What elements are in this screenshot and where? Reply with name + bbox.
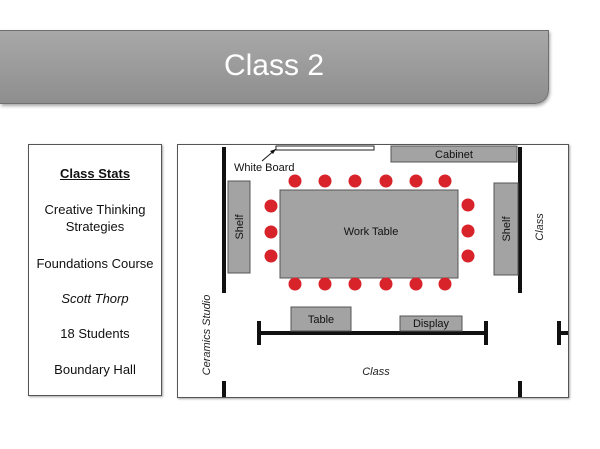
classroom-floor-plan: White Board Cabinet Shelf Shelf Work Tab… — [177, 144, 569, 398]
display-label: Display — [413, 318, 450, 330]
seat-16 — [461, 198, 475, 212]
seat-5 — [409, 174, 423, 188]
right-shelf-label: Shelf — [501, 216, 513, 242]
slide-title: Class 2 — [223, 49, 325, 82]
cabinet-label: Cabinet — [435, 149, 473, 161]
seat-2 — [318, 174, 332, 188]
seat-9 — [348, 277, 362, 291]
stats-student-count: 18 Students — [60, 326, 130, 341]
work-table — [279, 189, 459, 279]
white-board-label: White Board — [234, 162, 295, 174]
ceramics-studio-label: Ceramics Studio — [201, 295, 213, 376]
seat-13 — [264, 199, 278, 213]
seat-17 — [461, 224, 475, 238]
display-case — [399, 315, 463, 332]
stats-heading: Class Stats — [59, 166, 131, 181]
seat-11 — [409, 277, 423, 291]
cabinet — [390, 145, 518, 163]
seat-8 — [318, 277, 332, 291]
stats-course-name: Creative Thinking Strategies — [44, 202, 146, 234]
left-shelf — [227, 180, 251, 274]
seat-15 — [264, 249, 278, 263]
seat-7 — [288, 277, 302, 291]
stats-course-type: Foundations Course — [36, 256, 154, 271]
stats-location: Boundary Hall — [54, 362, 136, 377]
seat-4 — [379, 174, 393, 188]
seat-12 — [438, 277, 452, 291]
seat-10 — [379, 277, 393, 291]
right-shelf — [493, 182, 519, 276]
class-room-bottom-label: Class — [362, 366, 390, 378]
small-table-label: Table — [308, 314, 334, 326]
white-board-arrowhead — [270, 149, 276, 154]
class-stats-panel: Class Stats Creative Thinking Strategies… — [28, 144, 162, 396]
seats-group — [264, 174, 475, 291]
stats-instructor: Scott Thorp — [61, 291, 129, 306]
seat-3 — [348, 174, 362, 188]
seat-1 — [288, 174, 302, 188]
white-board — [275, 145, 375, 151]
seat-6 — [438, 174, 452, 188]
title-banner: Class 2 — [0, 30, 549, 104]
class-room-right-label: Class — [534, 213, 546, 241]
work-table-label: Work Table — [344, 226, 399, 238]
left-shelf-label: Shelf — [234, 214, 246, 240]
small-table — [290, 306, 352, 332]
seat-18 — [461, 249, 475, 263]
seat-14 — [264, 225, 278, 239]
floor-plan-drawing: White Board Cabinet Shelf Shelf Work Tab… — [201, 145, 568, 397]
